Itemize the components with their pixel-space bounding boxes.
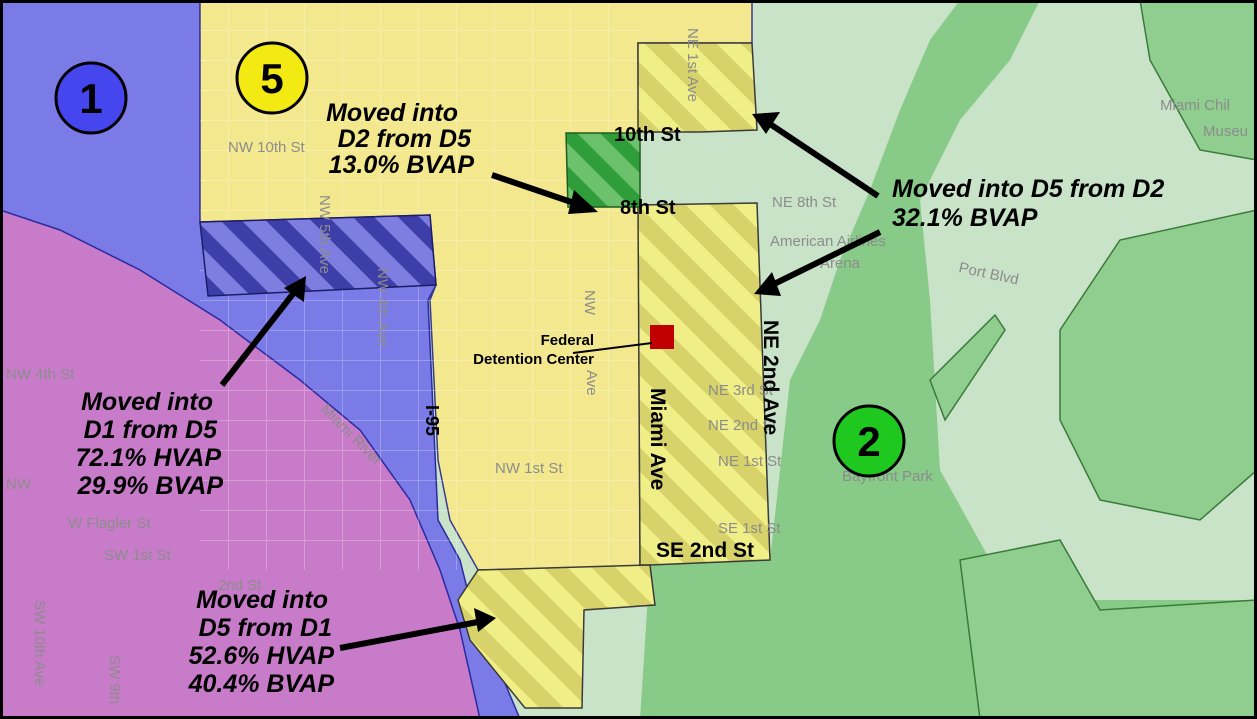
- district-1-badge: 1: [54, 61, 128, 135]
- svg-text:D5 from D1: D5 from D1: [199, 614, 332, 642]
- label-nw4ave: NW 4th Ave: [374, 268, 391, 347]
- svg-text:Moved into: Moved into: [196, 586, 328, 614]
- label-se1: SE 1st St: [718, 520, 781, 537]
- hatch-d2-from-d5: [565, 132, 641, 208]
- street-10th: 10th St: [614, 124, 681, 146]
- svg-text:40.4% BVAP: 40.4% BVAP: [188, 670, 335, 698]
- svg-text:D2 from D5: D2 from D5: [338, 125, 472, 153]
- fdc-label-line1: Federal: [541, 332, 594, 349]
- street-i95: I-95: [422, 405, 442, 436]
- svg-text:D1 from D5: D1 from D5: [84, 416, 218, 444]
- federal-detention-center-marker: [650, 325, 674, 349]
- callout-d2-from-d5: Moved into D2 from D5 13.0% BVAP: [326, 99, 474, 179]
- svg-text:2: 2: [857, 418, 880, 465]
- street-ne2ave: NE 2nd Ave: [759, 320, 782, 435]
- label-nw10: NW 10th St: [228, 139, 306, 156]
- label-sw9ave: SW 9th: [106, 655, 123, 704]
- hatch-d5-from-d1: [457, 564, 656, 709]
- hatch-d5-from-d2-north: [637, 42, 758, 133]
- island-1: [1139, 0, 1257, 161]
- island-3: [959, 539, 1257, 719]
- label-nw-ave: NW: [581, 290, 598, 316]
- label-sw1: SW 1st St: [104, 547, 172, 564]
- svg-text:Moved into: Moved into: [81, 388, 213, 416]
- fdc-leader-line: [572, 342, 653, 354]
- district-5-badge: 5: [235, 41, 309, 115]
- label-child-1: Miami Chil: [1160, 97, 1230, 114]
- label-child-2: Museu: [1203, 123, 1248, 140]
- label-nw4st: NW 4th St: [6, 366, 75, 383]
- arrow-d2-from-d5: [491, 172, 598, 214]
- district-2-mainland: [640, 0, 1257, 719]
- svg-text:32.1% BVAP: 32.1% BVAP: [892, 204, 1038, 232]
- svg-text:Moved into D5 from D2: Moved into D5 from D2: [892, 175, 1164, 203]
- svg-text:5: 5: [260, 55, 283, 102]
- label-ne2st: NE 2nd St: [708, 417, 777, 434]
- label-sw10ave: SW 10th Ave: [31, 600, 48, 686]
- label-sw2: 2nd St: [218, 577, 262, 594]
- hatch-d5-from-d2-east: [637, 202, 771, 566]
- svg-text:Moved into: Moved into: [326, 99, 458, 127]
- pier-1: [929, 313, 1006, 422]
- arrow-d5-from-d1: [339, 608, 496, 651]
- label-nw5: NW 5th Ave: [316, 195, 333, 274]
- callout-d5-from-d1: Moved into D5 from D1 52.6% HVAP 40.4% B…: [188, 586, 335, 698]
- label-ne8: NE 8th St: [772, 194, 837, 211]
- label-wflagler: W Flagler St: [68, 515, 151, 532]
- label-ave-frag: Ave: [583, 370, 600, 396]
- arrow-d5-from-d2-east: [754, 229, 882, 296]
- svg-text:72.1% HVAP: 72.1% HVAP: [76, 444, 222, 472]
- label-ne3: NE 3rd St: [708, 382, 774, 399]
- svg-text:29.9% BVAP: 29.9% BVAP: [77, 472, 224, 500]
- street-miami-ave: Miami Ave: [646, 388, 669, 490]
- label-ne1st: NE 1st St: [718, 453, 782, 470]
- street-se2nd: SE 2nd St: [656, 539, 754, 562]
- hatch-d1-from-d5: [199, 214, 437, 297]
- island-2: [1059, 209, 1257, 521]
- callout-d1-from-d5: Moved into D1 from D5 72.1% HVAP 29.9% B…: [76, 388, 224, 500]
- street-8th: 8th St: [620, 197, 676, 219]
- arrow-d1-from-d5: [219, 276, 306, 387]
- svg-text:1: 1: [79, 75, 102, 122]
- label-nw1: NW 1st St: [495, 460, 563, 477]
- label-ne1ave: NE 1st Ave: [684, 28, 701, 102]
- callout-d5-from-d2: Moved into D5 from D2 32.1% BVAP: [892, 175, 1164, 232]
- arrow-d5-from-d2-north: [752, 112, 880, 199]
- district-2-badge: 2: [832, 404, 906, 478]
- svg-text:13.0% BVAP: 13.0% BVAP: [329, 151, 475, 179]
- label-nw-misc: NW: [6, 476, 32, 493]
- fdc-label-line2: Detention Center: [473, 351, 594, 368]
- svg-text:52.6% HVAP: 52.6% HVAP: [189, 642, 335, 670]
